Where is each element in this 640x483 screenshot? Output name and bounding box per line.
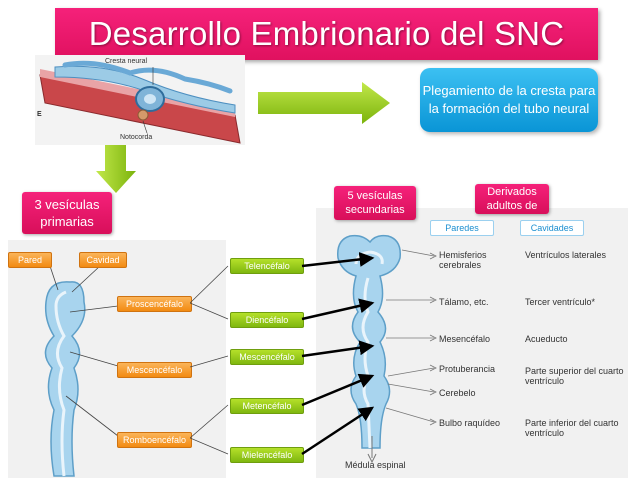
plegamiento-box: Plegamiento de la cresta para la formaci… — [420, 68, 598, 132]
label-notocorda: Notocorda — [120, 134, 153, 141]
paredes-header: Paredes — [430, 220, 494, 236]
derivative-pared-4: Protuberancia — [439, 364, 496, 374]
embryo-illustration: Cresta neural Notocorda E — [35, 55, 245, 145]
branch-lines — [190, 265, 229, 455]
arrow-down-icon — [96, 145, 136, 193]
derivative-pared-2: Tálamo, etc. — [439, 297, 489, 307]
label-cresta-neural: Cresta neural — [105, 58, 148, 65]
derivative-pared-3: Mesencéfalo — [439, 334, 491, 344]
connector-arrows — [301, 251, 375, 456]
cavidades-header: Cavidades — [520, 220, 584, 236]
proscencefalo-label: Proscencéfalo — [117, 296, 192, 312]
page-title: Desarrollo Embrionario del SNC — [88, 15, 565, 52]
cavidad-label: Cavidad — [79, 252, 127, 268]
medula-espinal-label: Médula espinal — [345, 460, 406, 470]
derivative-cavidad-6: Parte inferior del cuarto ventrículo — [525, 418, 619, 438]
mescencefalo-primary-label: Mescencéfalo — [117, 362, 192, 378]
derivative-pared-5: Cerebelo — [439, 388, 476, 398]
arrow-right-icon — [258, 82, 390, 124]
secondary-vesicles-text: 5 vesículas secundarias — [345, 190, 405, 216]
primary-vesicles-text: 3 vesículas primarias — [34, 197, 100, 229]
mescencefalo-secondary-label: Mescencéfalo — [230, 349, 304, 365]
title-banner: Desarrollo Embrionario del SNC — [55, 8, 598, 60]
secondary-vesicles-box: 5 vesículas secundarias — [334, 186, 416, 220]
derivative-cavidad-3: Acueducto — [525, 334, 568, 344]
metencefalo-label: Metencéfalo — [230, 398, 304, 414]
telencefalo-label: Telencéfalo — [230, 258, 304, 274]
diencefalo-label: Diencéfalo — [230, 312, 304, 328]
primary-vesicles-box: 3 vesículas primarias — [22, 192, 112, 234]
mielencefalo-label: Mielencéfalo — [230, 447, 304, 463]
label-e: E — [37, 111, 42, 118]
neural-crest-drawing — [39, 60, 241, 144]
romboencefalo-label: Romboencéfalo — [117, 432, 192, 448]
derivative-pared-1: Hemisferios cerebrales — [439, 250, 487, 270]
derivados-box: Derivados adultos de — [475, 184, 549, 214]
derivative-cavidad-1: Ventrículos laterales — [525, 250, 607, 260]
derivative-cavidad-2: Tercer ventrículo* — [525, 297, 596, 307]
derivative-cavidad-4: Parte superior del cuarto ventrículo — [525, 366, 624, 386]
plegamiento-text: Plegamiento de la cresta para la formaci… — [422, 83, 596, 116]
primary-neural-tube-drawing — [44, 265, 119, 477]
pared-label: Pared — [8, 252, 52, 268]
derivados-text: Derivados adultos de — [486, 186, 538, 212]
derivative-pared-6: Bulbo raquídeo — [439, 418, 501, 428]
